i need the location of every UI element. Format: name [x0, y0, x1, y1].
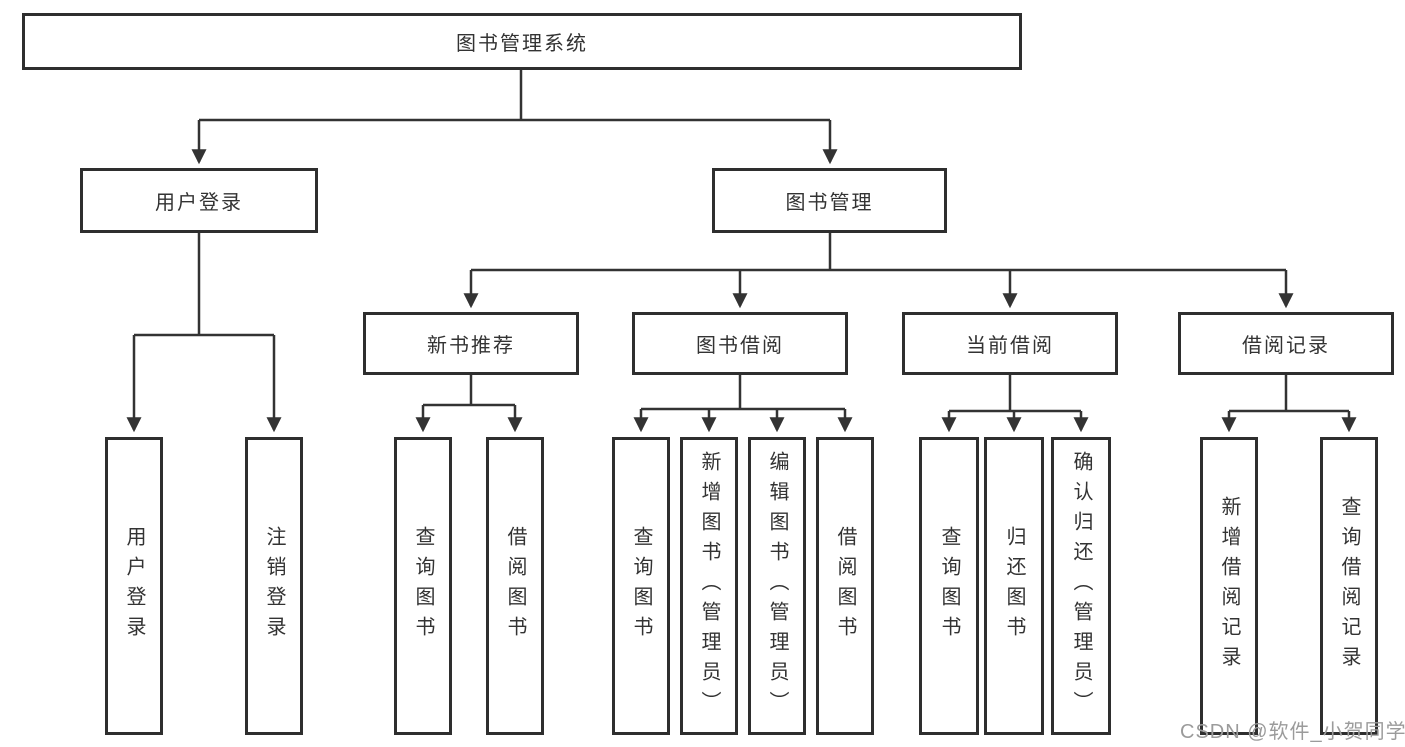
- node-library-management-system: 图书管理系统: [22, 13, 1022, 70]
- node-label: 确认归还（管理员）: [1070, 451, 1092, 721]
- node-borrowing-records: 借阅记录: [1178, 312, 1394, 375]
- leaf-borrow-books-borrowing: 借阅图书: [816, 437, 874, 735]
- leaf-query-books-current: 查询图书: [919, 437, 979, 735]
- node-label: 用户登录: [123, 526, 145, 646]
- node-label: 当前借阅: [966, 335, 1054, 357]
- node-label: 查询图书: [938, 526, 960, 646]
- node-label: 注销登录: [263, 526, 285, 646]
- leaf-query-borrow-record: 查询借阅记录: [1320, 437, 1378, 735]
- node-label: 图书管理系统: [456, 33, 588, 55]
- leaf-add-borrow-record: 新增借阅记录: [1200, 437, 1258, 735]
- node-label: 借阅记录: [1242, 335, 1330, 357]
- node-label: 图书管理: [785, 192, 874, 214]
- node-label: 新书推荐: [427, 335, 515, 357]
- node-label: 查询图书: [630, 526, 652, 646]
- node-label: 归还图书: [1003, 526, 1025, 646]
- node-current-borrowing: 当前借阅: [902, 312, 1118, 375]
- node-user-login: 用户登录: [80, 168, 318, 233]
- leaf-logout-login: 注销登录: [245, 437, 303, 735]
- node-book-borrowing: 图书借阅: [632, 312, 848, 375]
- node-label: 查询借阅记录: [1338, 496, 1360, 676]
- node-label: 编辑图书（管理员）: [766, 451, 788, 721]
- leaf-query-books-recommend: 查询图书: [394, 437, 452, 735]
- leaf-user-login: 用户登录: [105, 437, 163, 735]
- node-label: 借阅图书: [504, 526, 526, 646]
- node-label: 图书借阅: [696, 335, 784, 357]
- leaf-add-books-admin: 新增图书（管理员）: [680, 437, 738, 735]
- leaf-edit-books-admin: 编辑图书（管理员）: [748, 437, 806, 735]
- node-label: 查询图书: [412, 526, 434, 646]
- leaf-return-books: 归还图书: [984, 437, 1044, 735]
- node-label: 新增借阅记录: [1218, 496, 1240, 676]
- leaf-confirm-return-admin: 确认归还（管理员）: [1051, 437, 1111, 735]
- node-book-management: 图书管理: [712, 168, 947, 233]
- csdn-watermark: CSDN @软件_小贺同学: [1180, 721, 1405, 743]
- node-new-book-recommendation: 新书推荐: [363, 312, 579, 375]
- node-label: 新增图书（管理员）: [698, 451, 720, 721]
- node-label: 借阅图书: [834, 526, 856, 646]
- node-label: 用户登录: [155, 192, 243, 214]
- leaf-borrow-books-recommend: 借阅图书: [486, 437, 544, 735]
- leaf-query-books-borrowing: 查询图书: [612, 437, 670, 735]
